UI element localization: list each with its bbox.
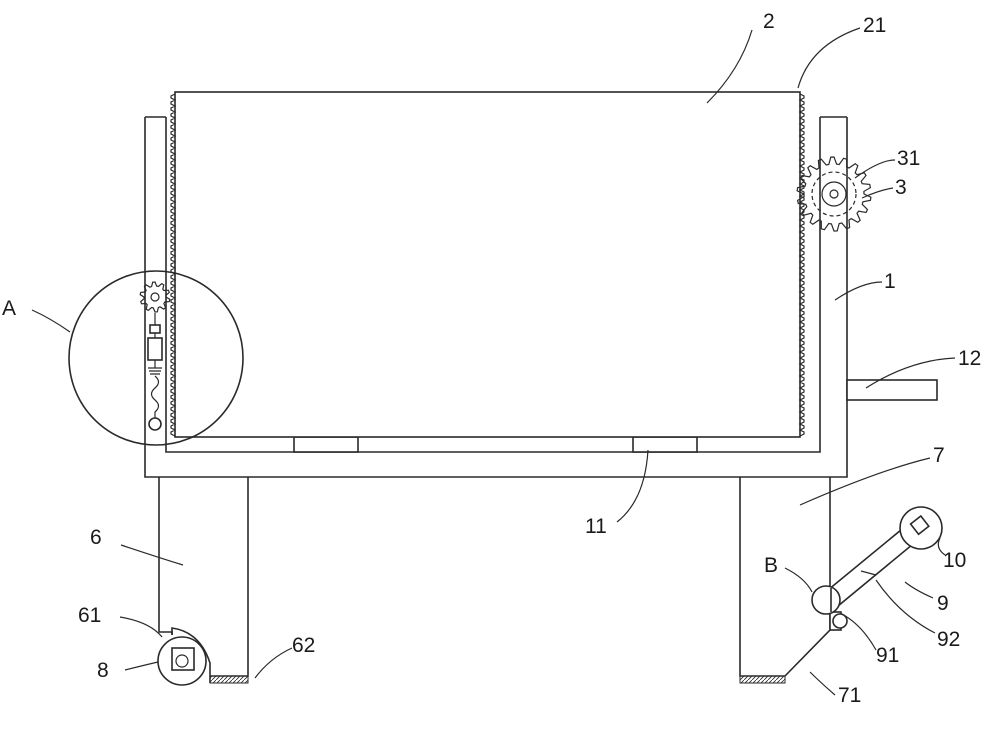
label-92: 92: [937, 628, 960, 651]
label-b: B: [764, 554, 778, 577]
lever-arm: [811, 506, 943, 629]
right-leg: [739, 477, 842, 684]
right-rack: [798, 93, 805, 437]
label-6: 6: [90, 526, 102, 549]
label-10: 10: [943, 549, 966, 572]
drive-gear: [796, 156, 872, 232]
label-91: 91: [876, 644, 899, 667]
left-rack: [170, 93, 177, 437]
label-21: 21: [863, 14, 886, 37]
detail-circle-a: [68, 270, 244, 446]
label-61: 61: [78, 604, 101, 627]
frame-body: [144, 116, 848, 478]
label-7: 7: [933, 444, 945, 467]
label-71: 71: [838, 684, 861, 707]
outlet-pipe: [846, 379, 938, 401]
reference-labels: 2 21 31 3 1 12 7 11 6 61 8 62 71 A B 91 …: [2, 10, 981, 707]
leader-lines: [31, 27, 956, 696]
label-a: A: [2, 297, 16, 320]
storage-box: [170, 91, 805, 438]
label-11: 11: [585, 515, 607, 538]
caster-wheel: [157, 627, 211, 686]
label-8: 8: [97, 659, 109, 682]
label-1: 1: [884, 270, 896, 293]
label-9: 9: [937, 592, 949, 615]
label-12: 12: [958, 347, 981, 370]
label-62: 62: [292, 634, 315, 657]
label-2: 2: [763, 10, 775, 33]
label-31: 31: [897, 147, 920, 170]
label-3: 3: [895, 176, 907, 199]
bottom-pads: [293, 436, 698, 453]
